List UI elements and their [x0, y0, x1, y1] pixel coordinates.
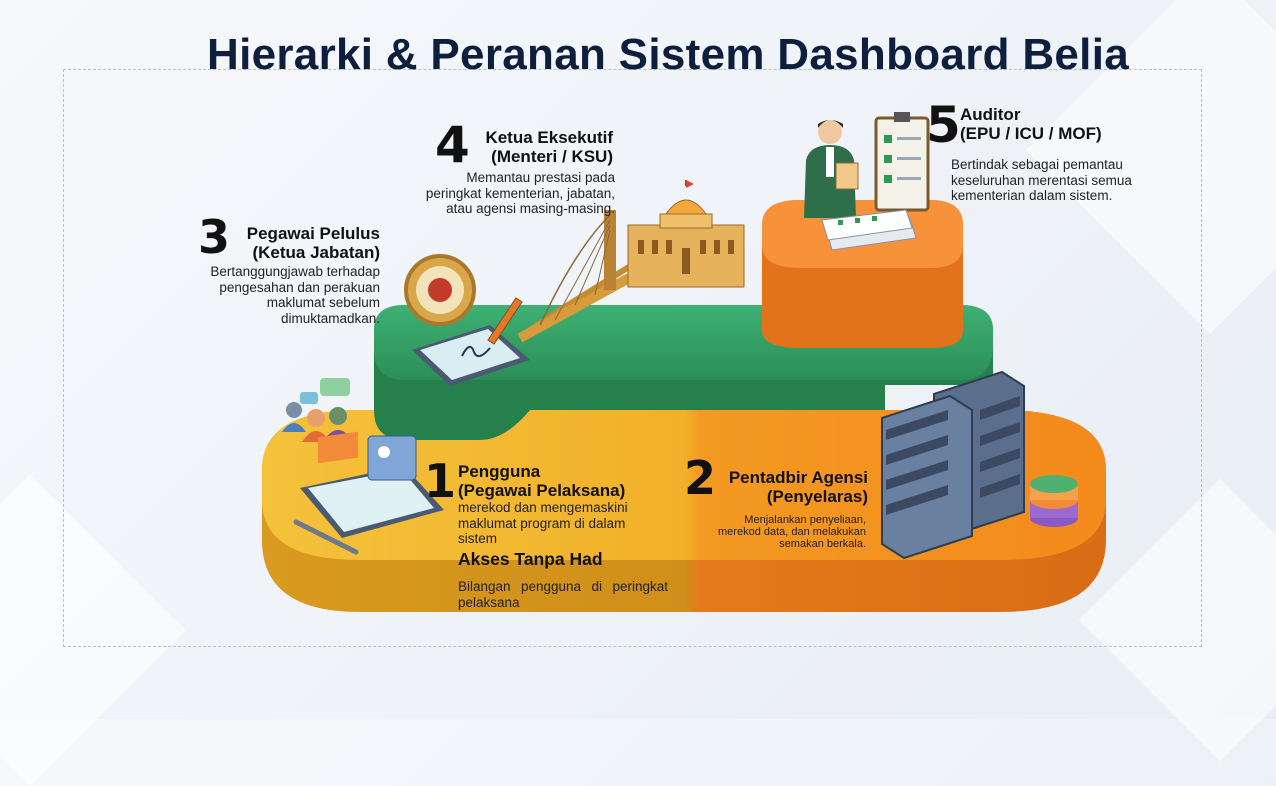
tier-4-description: Memantau prestasi pada peringkat kemente… — [425, 170, 615, 216]
tier-3-description: Bertanggungjawab terhadap pengesahan dan… — [210, 264, 380, 326]
tier-2-role: (Penyelaras) — [766, 487, 868, 506]
tier-1-description: merekod dan mengemaskini maklumat progra… — [458, 500, 628, 546]
tier-1-role: (Pegawai Pelaksana) — [458, 481, 626, 500]
pyramid-illustration — [262, 112, 1106, 612]
data-entry-tablet-icon — [293, 431, 444, 555]
tier-1-subdescription: Bilangan pengguna di peringkat pelaksana — [458, 579, 668, 610]
tier-3-heading: Pegawai Pelulus (Ketua Jabatan) — [232, 224, 380, 262]
tier-4-title: Ketua Eksekutif — [485, 128, 613, 147]
tier-1-title: Pengguna — [458, 462, 541, 481]
server-rack-icon — [881, 370, 1025, 560]
tier-3-title: Pegawai Pelulus — [246, 224, 380, 243]
tier-5-description: Bertindak sebagai pemantau keseluruhan m… — [951, 157, 1132, 203]
tier-2-heading: Pentadbir Agensi (Penyelaras) — [716, 468, 868, 506]
page-title: Hierarki & Peranan Sistem Dashboard Beli… — [207, 30, 1129, 79]
checklist-clipboard-icon — [874, 112, 930, 212]
document-stack-icon — [821, 209, 917, 251]
tier-4-role: (Menteri / KSU) — [491, 147, 613, 166]
tier-1-number: 1 — [424, 454, 457, 508]
tier-3-role: (Ketua Jabatan) — [252, 243, 380, 262]
tier-2-title: Pentadbir Agensi — [728, 468, 868, 487]
auditor-person-icon — [804, 120, 859, 218]
tier-1-heading: Pengguna (Pegawai Pelaksana) — [458, 462, 678, 500]
tier-3-number: 3 — [198, 210, 231, 264]
tier-5-heading: Auditor (EPU / ICU / MOF) — [960, 105, 1160, 143]
signing-tablet-icon — [412, 297, 530, 386]
diagram-frame — [63, 69, 1202, 647]
database-icon — [1030, 475, 1078, 527]
tier-5-number: 5 — [926, 96, 961, 154]
tier-5-role: (EPU / ICU / MOF) — [960, 124, 1102, 143]
tier-5-title: Auditor — [960, 105, 1021, 124]
tier-4-heading: Ketua Eksekutif (Menteri / KSU) — [470, 128, 613, 166]
government-building-icon — [627, 180, 745, 288]
tier-1-subheading: Akses Tanpa Had — [458, 549, 603, 569]
official-seal-icon — [404, 254, 476, 326]
tier-2-description: Menjalankan penyeliaan, merekod data, da… — [718, 514, 866, 550]
tier-2-number: 2 — [684, 451, 717, 505]
tier-4-number: 4 — [435, 116, 470, 174]
